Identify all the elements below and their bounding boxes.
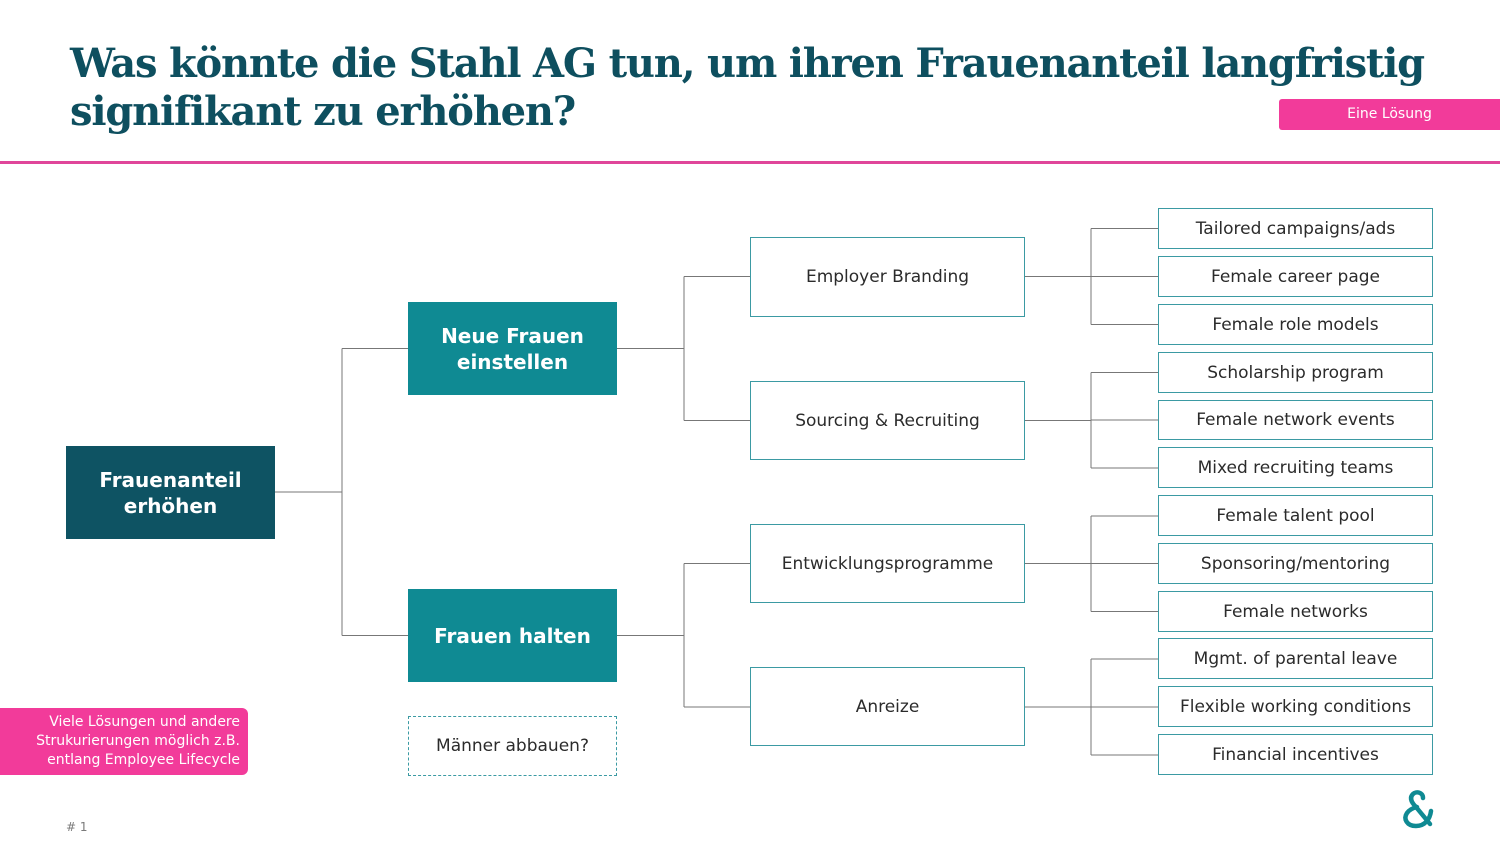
hint-note-line-1: Viele Lösungen und andere	[49, 714, 240, 730]
header-divider	[0, 161, 1500, 164]
leaf-tailored-campaigns: Tailored campaigns/ads	[1158, 208, 1433, 249]
connector-frauen-halten	[617, 563, 750, 708]
connector-anreize	[1025, 658, 1158, 756]
leaf-mixed-recruiting-teams: Mixed recruiting teams	[1158, 447, 1433, 488]
connector-root-to-level1	[275, 348, 408, 636]
leaf-financial-incentives: Financial incentives	[1158, 734, 1433, 775]
connector-entwicklung	[1025, 515, 1158, 612]
leaf-female-network-events: Female network events	[1158, 400, 1433, 440]
node-sourcing-recruiting: Sourcing & Recruiting	[750, 381, 1025, 460]
hint-note-line-3: entlang Employee Lifecycle	[47, 752, 240, 768]
connector-sourcing	[1025, 372, 1158, 469]
node-anreize: Anreize	[750, 667, 1025, 746]
hint-note: Viele Lösungen und andere Strukurierunge…	[0, 708, 248, 775]
page-title-line-2: signifikant zu erhöhen?	[70, 88, 576, 135]
node-maenner-abbauen: Männer abbauen?	[408, 716, 617, 776]
hint-note-line-2: Strukurierungen möglich z.B.	[36, 733, 240, 749]
connector-employer-branding	[1025, 228, 1158, 325]
leaf-female-role-models: Female role models	[1158, 304, 1433, 345]
node-frauen-halten: Frauen halten	[408, 589, 617, 682]
node-neue-frauen-line-2: einstellen	[456, 349, 569, 374]
root-node: Frauenanteil erhöhen	[66, 446, 275, 539]
leaf-female-career-page: Female career page	[1158, 256, 1433, 297]
root-node-line-1: Frauenanteil	[99, 467, 242, 492]
leaf-scholarship-program: Scholarship program	[1158, 352, 1433, 393]
page-title-line-1: Was könnte die Stahl AG tun, um ihren Fr…	[70, 40, 1425, 87]
page-title: Was könnte die Stahl AG tun, um ihren Fr…	[70, 40, 1425, 136]
connector-neue-frauen	[617, 276, 750, 421]
node-neue-frauen-einstellen: Neue Frauen einstellen	[408, 302, 617, 395]
leaf-female-talent-pool: Female talent pool	[1158, 495, 1433, 536]
leaf-parental-leave: Mgmt. of parental leave	[1158, 638, 1433, 679]
solution-tag: Eine Lösung	[1279, 99, 1500, 130]
leaf-female-networks: Female networks	[1158, 591, 1433, 632]
node-entwicklungsprogramme: Entwicklungsprogramme	[750, 524, 1025, 603]
leaf-sponsoring-mentoring: Sponsoring/mentoring	[1158, 543, 1433, 584]
node-employer-branding: Employer Branding	[750, 237, 1025, 317]
node-neue-frauen-line-1: Neue Frauen	[441, 323, 584, 348]
root-node-line-2: erhöhen	[123, 493, 218, 518]
leaf-flexible-working: Flexible working conditions	[1158, 686, 1433, 727]
page-number: # 1	[66, 820, 88, 834]
ampersand-logo-icon	[1403, 790, 1434, 829]
